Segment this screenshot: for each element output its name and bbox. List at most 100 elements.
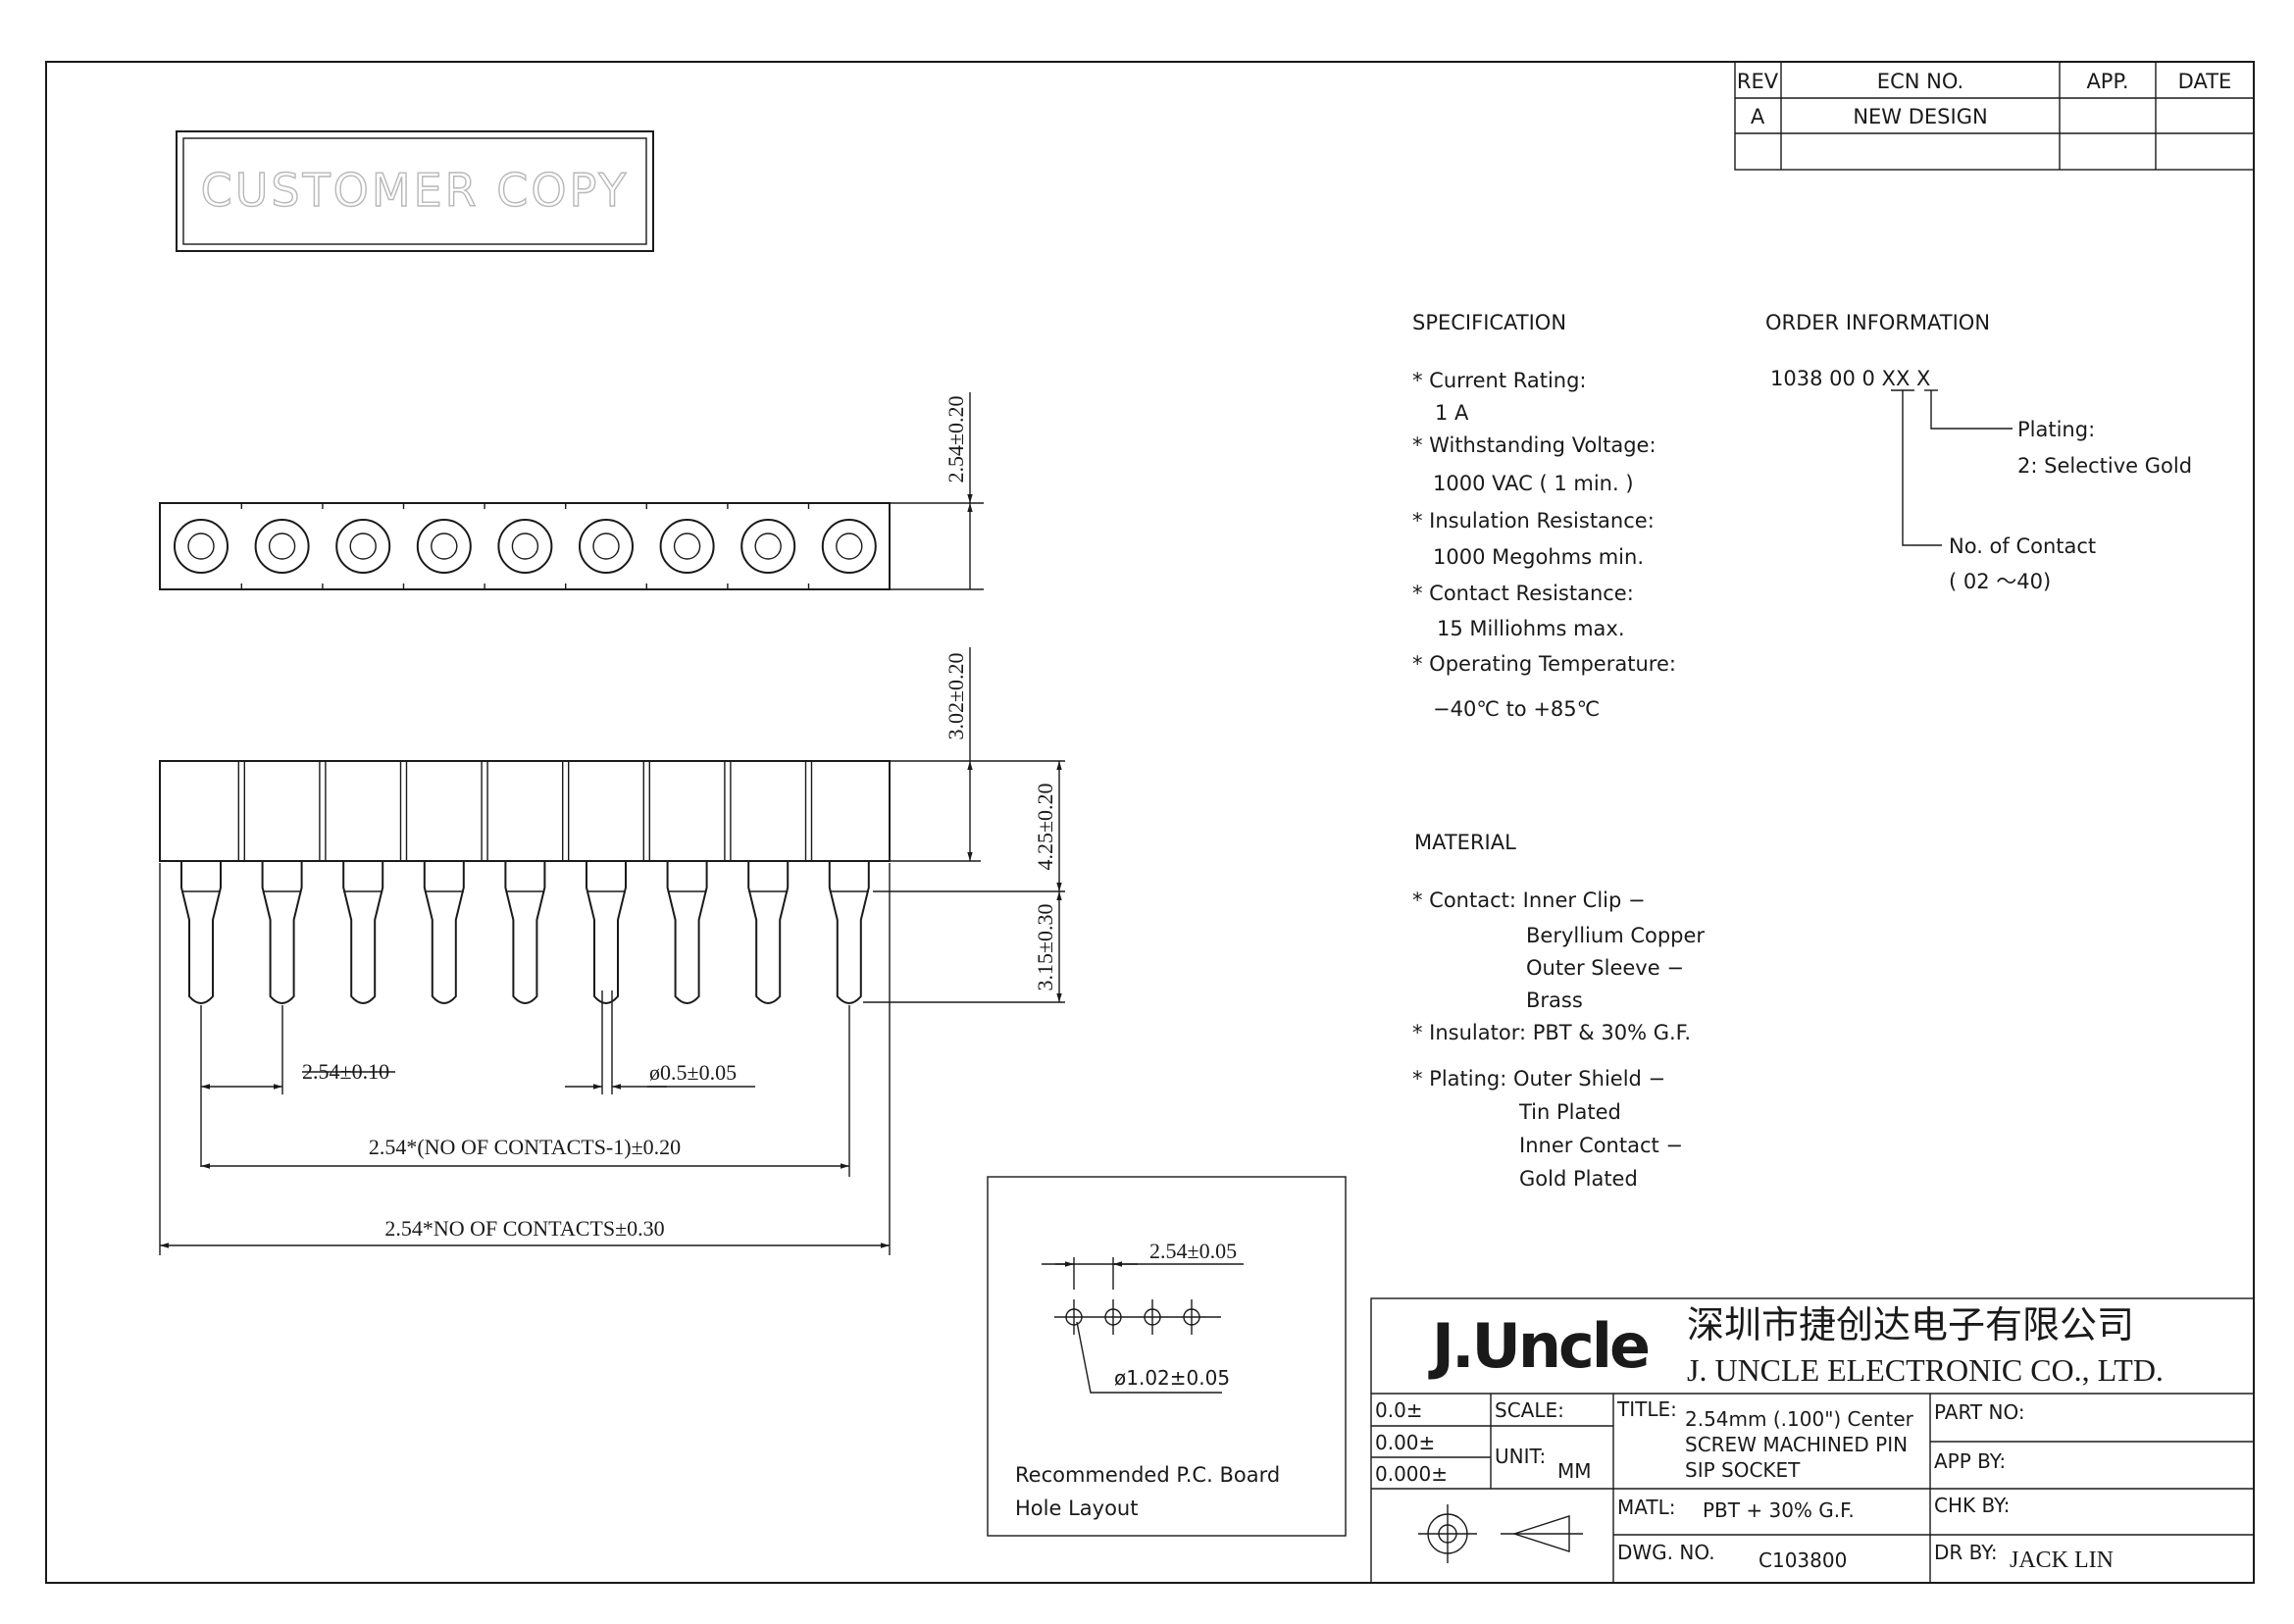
- matl-value: PBT + 30% G.F.: [1703, 1498, 1855, 1522]
- contact-inner-ring: [187, 533, 215, 560]
- material-line: Outer Sleeve −: [1526, 956, 1684, 980]
- contact-outer-ring: [335, 519, 391, 574]
- title-label: TITLE:: [1616, 1397, 1677, 1421]
- dr-by-label: DR BY:: [1934, 1541, 1998, 1564]
- material-line: * Insulator: PBT & 30% G.F.: [1412, 1021, 1691, 1044]
- spec-line: * Current Rating:: [1412, 369, 1587, 392]
- part-no-label: PART NO:: [1934, 1400, 2025, 1424]
- company-name-cn: 深圳市捷创达电子有限公司: [1687, 1305, 2134, 1346]
- contacts-label: No. of Contact: [1949, 534, 2096, 558]
- plating-value: 2: Selective Gold: [2017, 454, 2192, 478]
- contact-pin: [747, 861, 790, 1004]
- side-height-dimensions: 3.02±0.20 4.25±0.20 3.15±0.30: [863, 647, 1065, 1003]
- spec-line: 15 Milliohms max.: [1437, 617, 1625, 640]
- app-header: APP.: [2086, 70, 2128, 93]
- top-height-dimension: 2.54±0.20: [890, 392, 984, 590]
- contact-inner-ring: [836, 533, 863, 560]
- contact-outer-ring: [254, 519, 310, 574]
- contact-inner-ring: [673, 533, 701, 560]
- spec-line: * Withstanding Voltage:: [1412, 433, 1657, 457]
- contact-pin: [666, 861, 708, 1004]
- material-line: Beryllium Copper: [1526, 924, 1705, 947]
- contact-inner-ring: [592, 533, 620, 560]
- spec-line: 1000 VAC ( 1 min. ): [1433, 472, 1634, 495]
- spec-line: * Contact Resistance:: [1412, 582, 1634, 605]
- contact-outer-ring: [740, 519, 796, 574]
- sheet-border: [45, 61, 2255, 1584]
- contact-pin: [342, 861, 384, 1004]
- pin-length-label: 3.15±0.30: [1033, 903, 1057, 990]
- rev-cell: A: [1751, 105, 1765, 128]
- contact-pin: [423, 861, 465, 1004]
- title-line-1: 2.54mm (.100") Center: [1685, 1407, 1914, 1431]
- overall-height-label: 4.25±0.20: [1033, 783, 1057, 870]
- dwg-no-label: DWG. NO.: [1617, 1541, 1715, 1564]
- material-line: * Contact: Inner Clip −: [1412, 888, 1646, 912]
- contact-pin: [586, 861, 627, 1004]
- pcb-pitch-label: 2.54±0.05: [1149, 1239, 1237, 1263]
- contact-inner-ring: [431, 533, 458, 560]
- specification-block: SPECIFICATION * Current Rating: 1 A * Wi…: [1412, 311, 1676, 721]
- contact-outer-ring: [174, 519, 229, 574]
- order-heading: ORDER INFORMATION: [1765, 311, 1990, 334]
- contact-inner-ring: [511, 533, 539, 560]
- socket-top-view: [159, 502, 891, 590]
- pcb-hole-dia-label: ø1.02±0.05: [1114, 1366, 1230, 1390]
- spec-line: * Operating Temperature:: [1412, 652, 1676, 676]
- body-height-label: 3.02±0.20: [943, 652, 968, 739]
- revision-table: REV ECN NO. APP. DATE A NEW DESIGN: [1734, 61, 2255, 171]
- plating-label: Plating:: [2017, 418, 2095, 441]
- material-line: * Plating: Outer Shield −: [1412, 1067, 1665, 1091]
- chk-by-label: CHK BY:: [1934, 1494, 2010, 1517]
- order-information-block: ORDER INFORMATION 1038 00 0 XX X Plating…: [1765, 311, 2192, 593]
- top-height-label: 2.54±0.20: [943, 395, 968, 482]
- pitch-label: 2.54±0.10: [302, 1059, 389, 1084]
- app-by-label: APP BY:: [1934, 1449, 2006, 1473]
- tolerance-1: 0.0±: [1375, 1398, 1423, 1422]
- material-line: Tin Plated: [1518, 1100, 1621, 1124]
- projection-symbol-icon: [1418, 1504, 1583, 1563]
- scale-label: SCALE:: [1495, 1398, 1564, 1422]
- body-length-label: 2.54*NO OF CONTACTS±0.30: [384, 1216, 664, 1241]
- side-length-dimensions: 2.54±0.10 ø0.5±0.05 2.54*(NO OF CONTACTS…: [159, 863, 891, 1255]
- ecn-cell: NEW DESIGN: [1853, 105, 1987, 128]
- contacts-value: ( 02 ～40): [1949, 570, 2051, 593]
- company-logo: J.Uncle: [1428, 1310, 1649, 1382]
- company-name-en: J. UNCLE ELECTRONIC CO., LTD.: [1687, 1352, 2164, 1388]
- contact-outer-ring: [579, 519, 634, 574]
- pcb-caption-line1: Recommended P.C. Board: [1015, 1463, 1280, 1487]
- rev-header: REV: [1737, 70, 1779, 93]
- contact-pin: [261, 861, 303, 1004]
- stamp-text: CUSTOMER COPY: [201, 164, 630, 217]
- pin-dia-label: ø0.5±0.05: [649, 1060, 737, 1085]
- material-line: Gold Plated: [1519, 1167, 1638, 1191]
- contact-outer-ring: [416, 519, 472, 574]
- contact-outer-ring: [821, 519, 877, 574]
- contact-pin: [504, 861, 546, 1004]
- material-block: MATERIAL * Contact: Inner Clip − Berylli…: [1412, 831, 1705, 1191]
- specification-heading: SPECIFICATION: [1412, 311, 1566, 334]
- contact-outer-ring: [659, 519, 715, 574]
- socket-side-view: [159, 760, 891, 1004]
- spec-line: 1 A: [1435, 401, 1469, 425]
- title-line-3: SIP SOCKET: [1685, 1458, 1801, 1482]
- material-line: Brass: [1526, 989, 1583, 1012]
- unit-label: UNIT:: [1495, 1445, 1546, 1468]
- pcb-caption-line2: Hole Layout: [1015, 1497, 1138, 1520]
- customer-copy-stamp: CUSTOMER COPY: [176, 130, 654, 252]
- dr-by-value: JACK LIN: [2010, 1548, 2114, 1573]
- contact-pin: [828, 861, 870, 1004]
- contact-inner-ring: [349, 533, 377, 560]
- spec-line: −40℃ to +85℃: [1433, 697, 1600, 721]
- contact-inner-ring: [268, 533, 296, 560]
- spec-line: 1000 Megohms min.: [1433, 545, 1644, 569]
- ecn-header: ECN NO.: [1877, 70, 1963, 93]
- contact-inner-ring: [754, 533, 782, 560]
- title-line-2: SCREW MACHINED PIN: [1685, 1433, 1908, 1456]
- contact-pin: [180, 861, 222, 1004]
- title-block: J.Uncle 深圳市捷创达电子有限公司 J. UNCLE ELECTRONIC…: [1370, 1297, 2255, 1584]
- dwg-no-value: C103800: [1759, 1548, 1847, 1572]
- contact-outer-ring: [497, 519, 553, 574]
